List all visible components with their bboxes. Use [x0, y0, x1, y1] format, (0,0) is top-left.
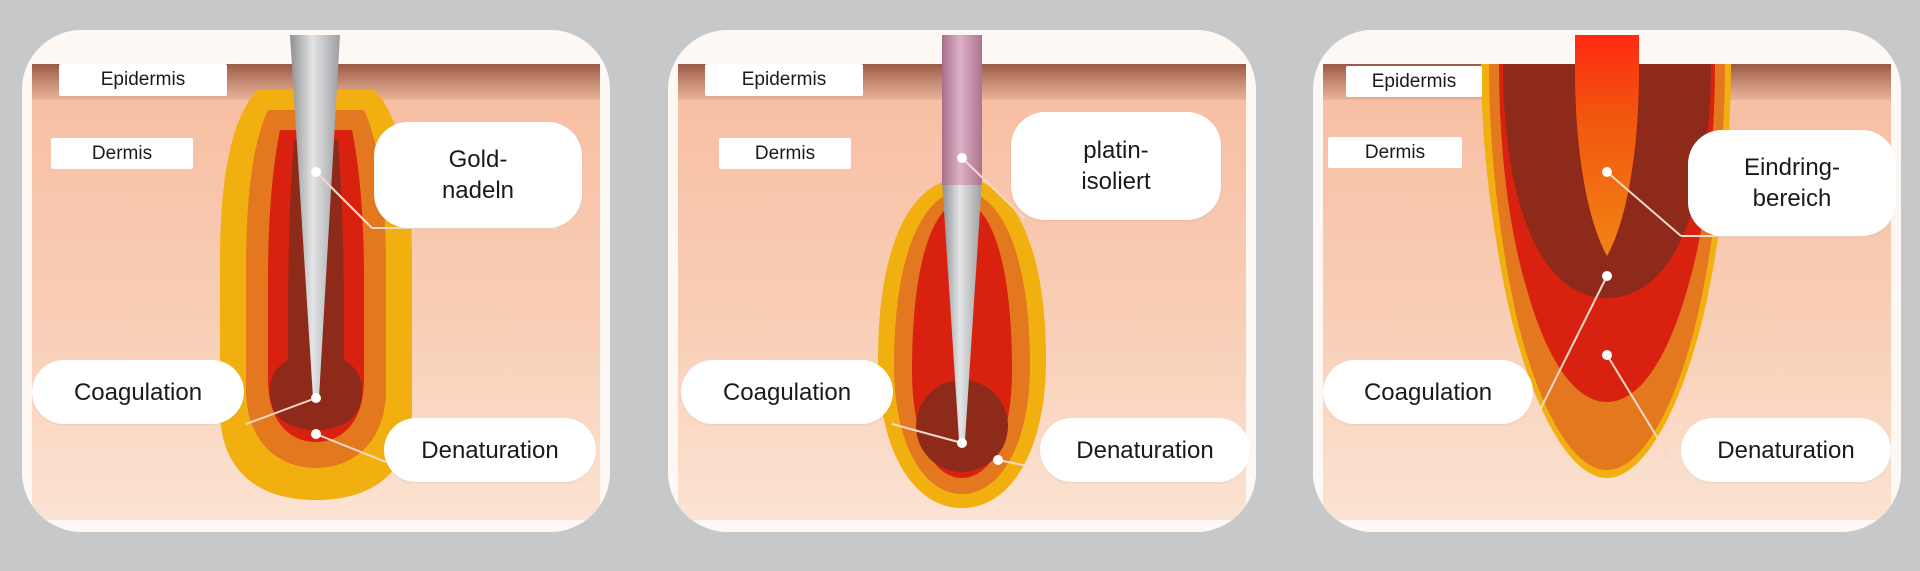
needle-label-line-2: nadeln [441, 177, 515, 204]
epidermis-label: Epidermis [59, 64, 227, 96]
denaturation-label: Denaturation [1040, 418, 1250, 482]
penetration-core [1575, 35, 1639, 256]
needle-label: Eindring- bereich [1688, 130, 1896, 236]
gold-needle [290, 35, 340, 398]
epidermis-label: Epidermis [1346, 66, 1482, 97]
needle-label-line-1: platin- [1083, 137, 1149, 164]
dermis-label: Dermis [51, 138, 193, 169]
panel-gold-needles: Epidermis Dermis Gold- nadeln Coagulatio… [22, 30, 610, 532]
needle-label-line-2: isoliert [1081, 168, 1151, 195]
panel-penetration-range: Epidermis Dermis Eindring- bereich Coagu… [1313, 30, 1901, 532]
panel-2-illustration [668, 30, 1256, 532]
denaturation-label: Denaturation [384, 418, 596, 482]
dermis-label: Dermis [1328, 137, 1462, 168]
needle-tip [942, 180, 982, 440]
denaturation-label: Denaturation [1681, 418, 1891, 482]
needle-label-line-1: Eindring- [1743, 154, 1841, 181]
coagulation-label: Coagulation [681, 360, 893, 424]
epidermis-label: Epidermis [705, 64, 863, 96]
coagulation-label: Coagulation [1323, 360, 1533, 424]
needle-label: Gold- nadeln [374, 122, 582, 228]
needle-label: platin- isoliert [1011, 112, 1221, 220]
needle-label-line-2: bereich [1752, 185, 1832, 212]
panel-platinum-insulated: Epidermis Dermis platin- isoliert Coagul… [668, 30, 1256, 532]
dermis-label: Dermis [719, 138, 851, 169]
needle-label-line-1: Gold- [448, 146, 508, 173]
coagulation-label: Coagulation [32, 360, 244, 424]
